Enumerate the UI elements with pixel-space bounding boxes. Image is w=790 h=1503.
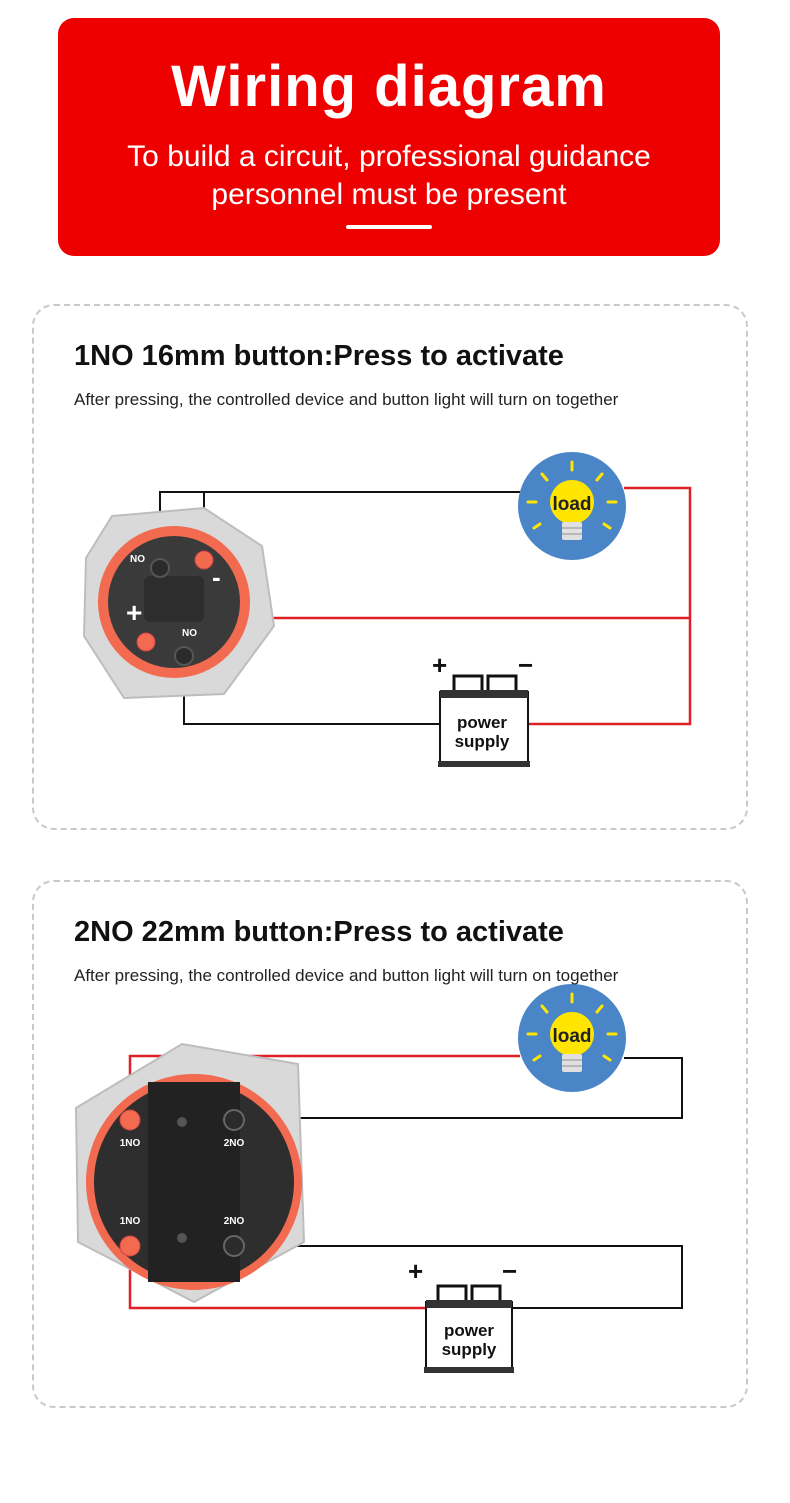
supply-label-line-1: power: [457, 713, 507, 732]
supply-minus-symbol: −: [502, 1256, 517, 1286]
subtitle-line-1: To build a circuit, professional guidanc…: [127, 140, 651, 173]
button-minus-symbol: -: [212, 562, 221, 592]
load-lamp: load: [518, 452, 626, 560]
terminal-no-bottom: NO: [182, 628, 197, 639]
terminal-1no-bottom: 1NO: [120, 1216, 141, 1227]
card-title-2no: 2NO 22mm button:Press to activate: [74, 916, 564, 948]
card-description-2no: After pressing, the controlled device an…: [74, 966, 619, 985]
power-supply-battery: power supply + −: [408, 1256, 517, 1373]
terminal-2no-top: 2NO: [224, 1138, 245, 1149]
bulb-icon: [550, 480, 594, 524]
banner-divider: [346, 225, 432, 229]
bulb-icon: [550, 1012, 594, 1056]
button-plus-symbol: +: [126, 597, 142, 628]
terminal-2no-bottom: 2NO: [224, 1216, 245, 1227]
card-title-1no: 1NO 16mm button:Press to activate: [74, 340, 564, 372]
page-title: Wiring diagram: [171, 54, 607, 119]
load-label: load: [552, 494, 591, 515]
power-supply-battery: power supply + −: [432, 650, 533, 767]
black-wire-supply: [234, 1245, 683, 1309]
load-label: load: [552, 1026, 591, 1047]
terminal-no-top: NO: [130, 554, 145, 565]
diagram-card-1no: NO NO + - load: [32, 304, 748, 830]
diagram-card-2no: 1NO 2NO 1NO 2NO load: [32, 880, 748, 1408]
supply-label-line-2: supply: [442, 1340, 497, 1359]
terminal-1no-top: 1NO: [120, 1138, 141, 1149]
header-banner: Wiring diagram To build a circuit, profe…: [58, 18, 720, 256]
supply-plus-symbol: +: [432, 650, 447, 680]
supply-label-line-2: supply: [455, 732, 510, 751]
subtitle-line-2: personnel must be present: [211, 178, 567, 211]
button-22mm: 1NO 2NO 1NO 2NO: [74, 1042, 306, 1304]
load-lamp: load: [518, 984, 626, 1092]
black-wire-load: [234, 1057, 683, 1119]
wiring-diagram-2no: 1NO 2NO 1NO 2NO load: [74, 984, 683, 1373]
button-16mm: NO NO + -: [82, 506, 276, 700]
supply-minus-symbol: −: [518, 650, 533, 680]
wiring-diagram-1no: NO NO + - load: [82, 452, 692, 767]
page-subtitle: To build a circuit, professional guidanc…: [58, 138, 720, 214]
supply-label-line-1: power: [444, 1321, 494, 1340]
card-description-1no: After pressing, the controlled device an…: [74, 390, 619, 409]
supply-plus-symbol: +: [408, 1256, 423, 1286]
